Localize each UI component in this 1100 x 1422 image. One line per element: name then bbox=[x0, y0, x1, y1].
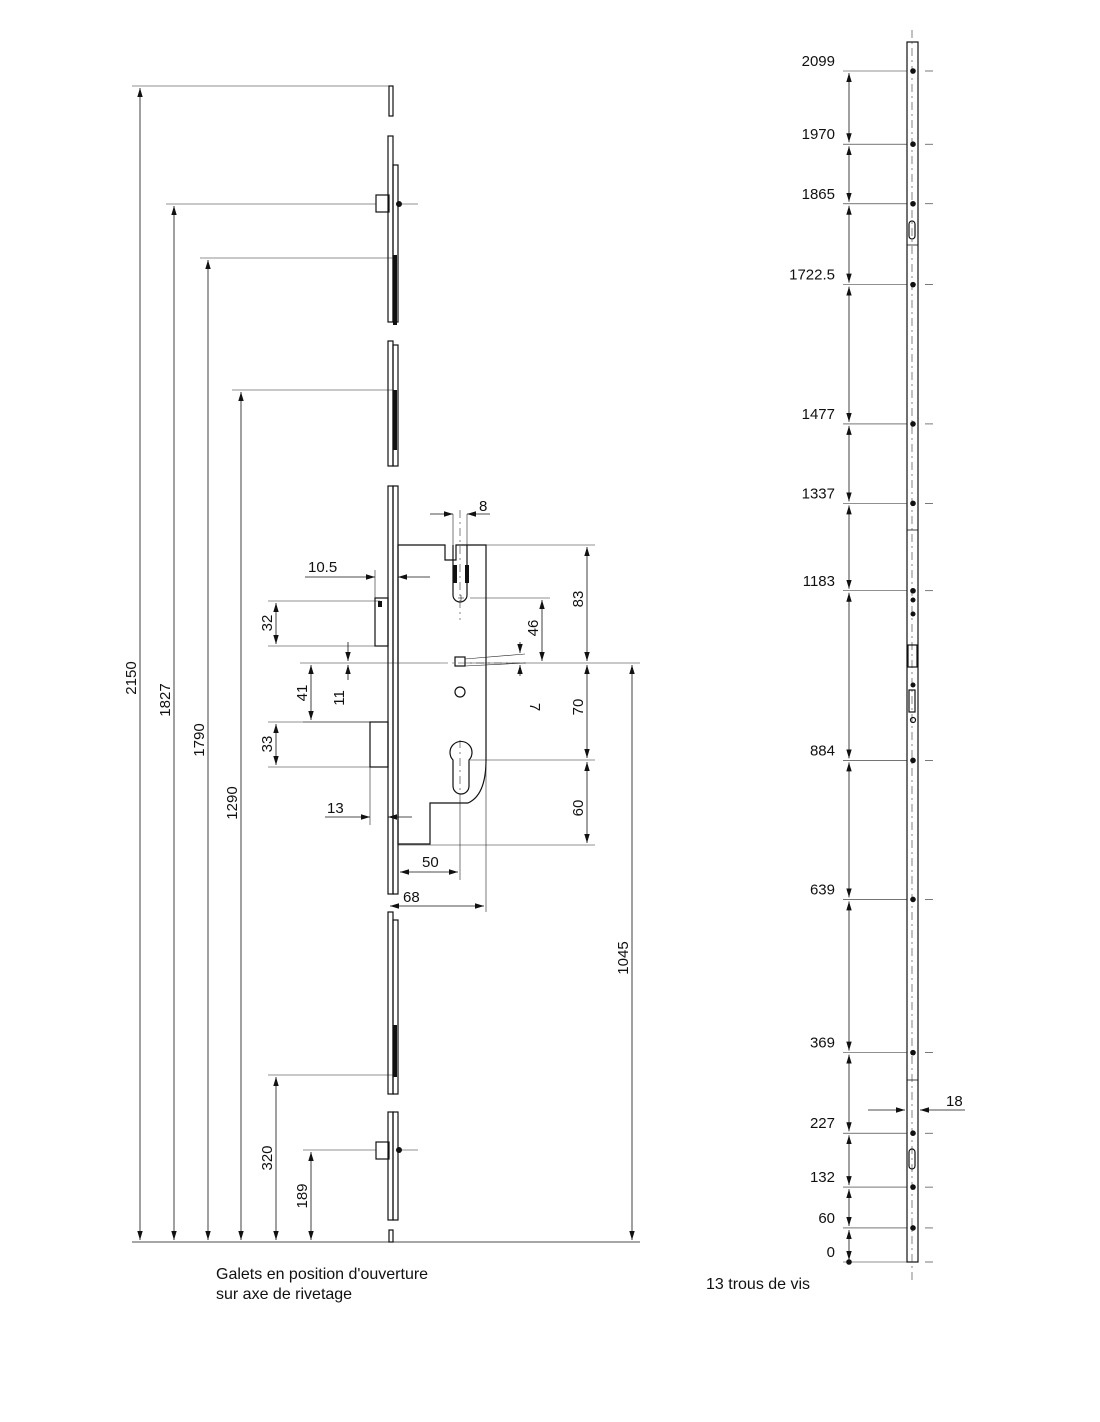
hole-level-1183: 1183 bbox=[803, 505, 933, 594]
hole-label: 1970 bbox=[802, 126, 835, 143]
dim-83: 83 bbox=[570, 591, 587, 608]
hole-label: 1477 bbox=[802, 406, 835, 423]
lock-dimensions: 8 10.5 32 46 83 41 11 bbox=[259, 498, 635, 1240]
dim-68: 68 bbox=[403, 889, 420, 906]
dim-320: 320 bbox=[259, 1145, 276, 1170]
hole-label: 1183 bbox=[803, 573, 835, 590]
hole-level-1337: 1337 bbox=[802, 425, 933, 507]
hole-label: 1865 bbox=[802, 186, 835, 203]
dim-1290: 1290 bbox=[224, 786, 241, 819]
screw-hole-icon bbox=[846, 1259, 852, 1265]
screw-hole-icon bbox=[910, 1184, 916, 1190]
screw-hole-icon bbox=[910, 757, 916, 764]
dim-10-5: 10.5 bbox=[308, 559, 337, 576]
dim-50: 50 bbox=[422, 854, 439, 871]
dim-189: 189 bbox=[294, 1183, 311, 1208]
screw-hole-icon bbox=[910, 1130, 916, 1136]
screw-hole-icon bbox=[910, 281, 916, 288]
hole-level-639: 639 bbox=[810, 762, 933, 903]
hole-level-2099: 2099 bbox=[802, 53, 933, 74]
hole-level-1970: 1970 bbox=[802, 73, 933, 147]
cylinder-hole bbox=[449, 740, 473, 795]
latch-bolt bbox=[374, 597, 389, 647]
width-dimension: 18 bbox=[868, 1093, 965, 1113]
hole-label: 1337 bbox=[802, 485, 835, 502]
dim-7: 7 bbox=[526, 703, 543, 711]
hole-level-1722-5: 1722.5 bbox=[789, 205, 933, 288]
dim-11: 11 bbox=[331, 690, 348, 706]
hole-label: 369 bbox=[810, 1035, 835, 1052]
hole-level-0: 0 bbox=[827, 1229, 933, 1265]
hole-level-884: 884 bbox=[810, 592, 933, 764]
dim-8: 8 bbox=[479, 498, 487, 515]
faceplate-strip bbox=[387, 85, 399, 1243]
dim-18: 18 bbox=[946, 1093, 963, 1110]
screw-hole-icon bbox=[910, 68, 916, 74]
hole-label: 884 bbox=[810, 742, 835, 759]
bottom-roller bbox=[375, 1141, 418, 1160]
square-spindle bbox=[454, 656, 466, 667]
screw-holes: 2099 1970 1865 1722.5 1477 1337 1183 884 639 369 2… bbox=[789, 53, 933, 1265]
screw-hole-icon bbox=[910, 200, 916, 207]
screw-hole-icon bbox=[910, 587, 916, 594]
screw-hole-icon bbox=[910, 1225, 916, 1231]
hole-level-1865: 1865 bbox=[802, 146, 933, 207]
dim-1790: 1790 bbox=[191, 723, 208, 756]
dim-1045: 1045 bbox=[615, 941, 632, 974]
dim-70: 70 bbox=[570, 699, 587, 716]
caption-rollers-line1: Galets en position d'ouverture bbox=[216, 1266, 428, 1283]
hole-label: 60 bbox=[818, 1210, 835, 1227]
dim-60: 60 bbox=[570, 800, 587, 817]
hole-level-1477: 1477 bbox=[802, 286, 933, 427]
hole-label: 0 bbox=[827, 1244, 835, 1261]
hole-label: 1722.5 bbox=[789, 267, 835, 284]
top-roller bbox=[375, 194, 418, 213]
right-view: 18 2099 1970 1865 1722.5 1477 1337 1183 884 639 3… bbox=[706, 30, 965, 1293]
hole-level-227: 227 bbox=[810, 1054, 933, 1136]
screw-hole-icon bbox=[910, 421, 916, 427]
dim-1827: 1827 bbox=[157, 683, 174, 716]
dim-41: 41 bbox=[294, 685, 311, 702]
screw-hole-icon bbox=[910, 1049, 916, 1056]
screw-hole-icon bbox=[910, 141, 916, 147]
hole-label: 2099 bbox=[802, 53, 835, 70]
hole-label: 132 bbox=[810, 1169, 835, 1186]
faceplate-side-strip bbox=[906, 30, 919, 1280]
hole-level-369: 369 bbox=[810, 901, 933, 1056]
fixing-hole bbox=[454, 686, 466, 698]
hole-level-60: 60 bbox=[818, 1189, 933, 1231]
dim-46: 46 bbox=[525, 620, 542, 637]
dim-33: 33 bbox=[259, 736, 276, 753]
caption-rollers-line2: sur axe de rivetage bbox=[216, 1286, 352, 1303]
dead-bolt bbox=[369, 721, 389, 768]
caption-screw-holes: 13 trous de vis bbox=[706, 1276, 810, 1293]
dim-32: 32 bbox=[259, 615, 276, 632]
screw-hole-icon bbox=[910, 896, 916, 903]
left-view: 2150 1827 1790 1290 320 189 8 10.5 32 bbox=[123, 85, 640, 1303]
dim-13: 13 bbox=[327, 800, 344, 817]
height-dimensions: 2150 1827 1790 1290 320 189 bbox=[123, 85, 393, 1240]
screw-hole-icon bbox=[910, 500, 916, 507]
hole-label: 227 bbox=[810, 1115, 835, 1132]
hole-label: 639 bbox=[810, 881, 835, 898]
hole-level-132: 132 bbox=[810, 1135, 933, 1190]
lock-case bbox=[369, 544, 487, 845]
dim-2150: 2150 bbox=[123, 661, 140, 694]
